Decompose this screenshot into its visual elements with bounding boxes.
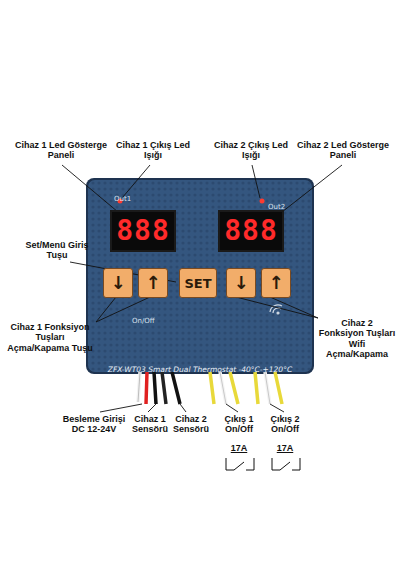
rating-label: 17A xyxy=(262,443,308,453)
output-tag: Out1 xyxy=(114,195,338,203)
button-label: SET xyxy=(184,277,211,290)
led-display: 888 xyxy=(110,210,176,252)
button-label: ↑ xyxy=(268,274,283,292)
callout-label: Cihaz 2 Çıkış Led Işığı xyxy=(210,140,292,161)
button-label: ↑ xyxy=(145,274,160,292)
model-text: ZFX-WT03 Smart Dual Thermostat -40°C-+12… xyxy=(88,365,312,374)
callout-label: Set/Menü Giriş Tuşu xyxy=(20,240,94,261)
button-label: ↓ xyxy=(110,274,125,292)
callout-label: Çıkış 2 On/Off xyxy=(262,414,308,435)
rating-label: 17A xyxy=(216,443,262,453)
relay-symbol xyxy=(226,458,300,470)
callout-label: Cihaz 2 Fonksiyon Tuşları Wifi Açma/Kapa… xyxy=(318,318,396,359)
led-display: 888 xyxy=(218,210,284,252)
callout-label: Cihaz 1 Fonksiyon Tuşları Açma/Kapama Tu… xyxy=(6,322,94,353)
function-button: ↓ xyxy=(103,268,133,298)
leader-lines xyxy=(62,165,342,412)
button-caption: On/Off xyxy=(132,317,356,325)
display-digits: 888 xyxy=(224,217,278,245)
function-button: ↑ xyxy=(261,268,291,298)
wires xyxy=(138,372,282,404)
callout-label: Cihaz 2 Led Gösterge Paneli xyxy=(294,140,392,161)
function-button: ↑ xyxy=(138,268,168,298)
thermostat-panel: Out1Out2On/OffZFX-WT03 Smart Dual Thermo… xyxy=(88,180,312,372)
callout-label: Cihaz 1 Çıkış Led Işığı xyxy=(112,140,194,161)
callout-label: Çıkış 1 On/Off xyxy=(216,414,262,435)
led xyxy=(260,199,265,204)
callout-label: Cihaz 2 Sensörü xyxy=(170,414,212,435)
function-button: ↓ xyxy=(226,268,256,298)
set-button: SET xyxy=(179,268,217,298)
button-label: ↓ xyxy=(233,274,248,292)
display-digits: 888 xyxy=(116,217,170,245)
output-tag: Out2 xyxy=(268,203,400,211)
callout-label: Cihaz 1 Led Gösterge Paneli xyxy=(12,140,110,161)
callout-label: Cihaz 1 Sensörü xyxy=(130,414,170,435)
callout-label: Besleme Girişi DC 12-24V xyxy=(56,414,132,435)
